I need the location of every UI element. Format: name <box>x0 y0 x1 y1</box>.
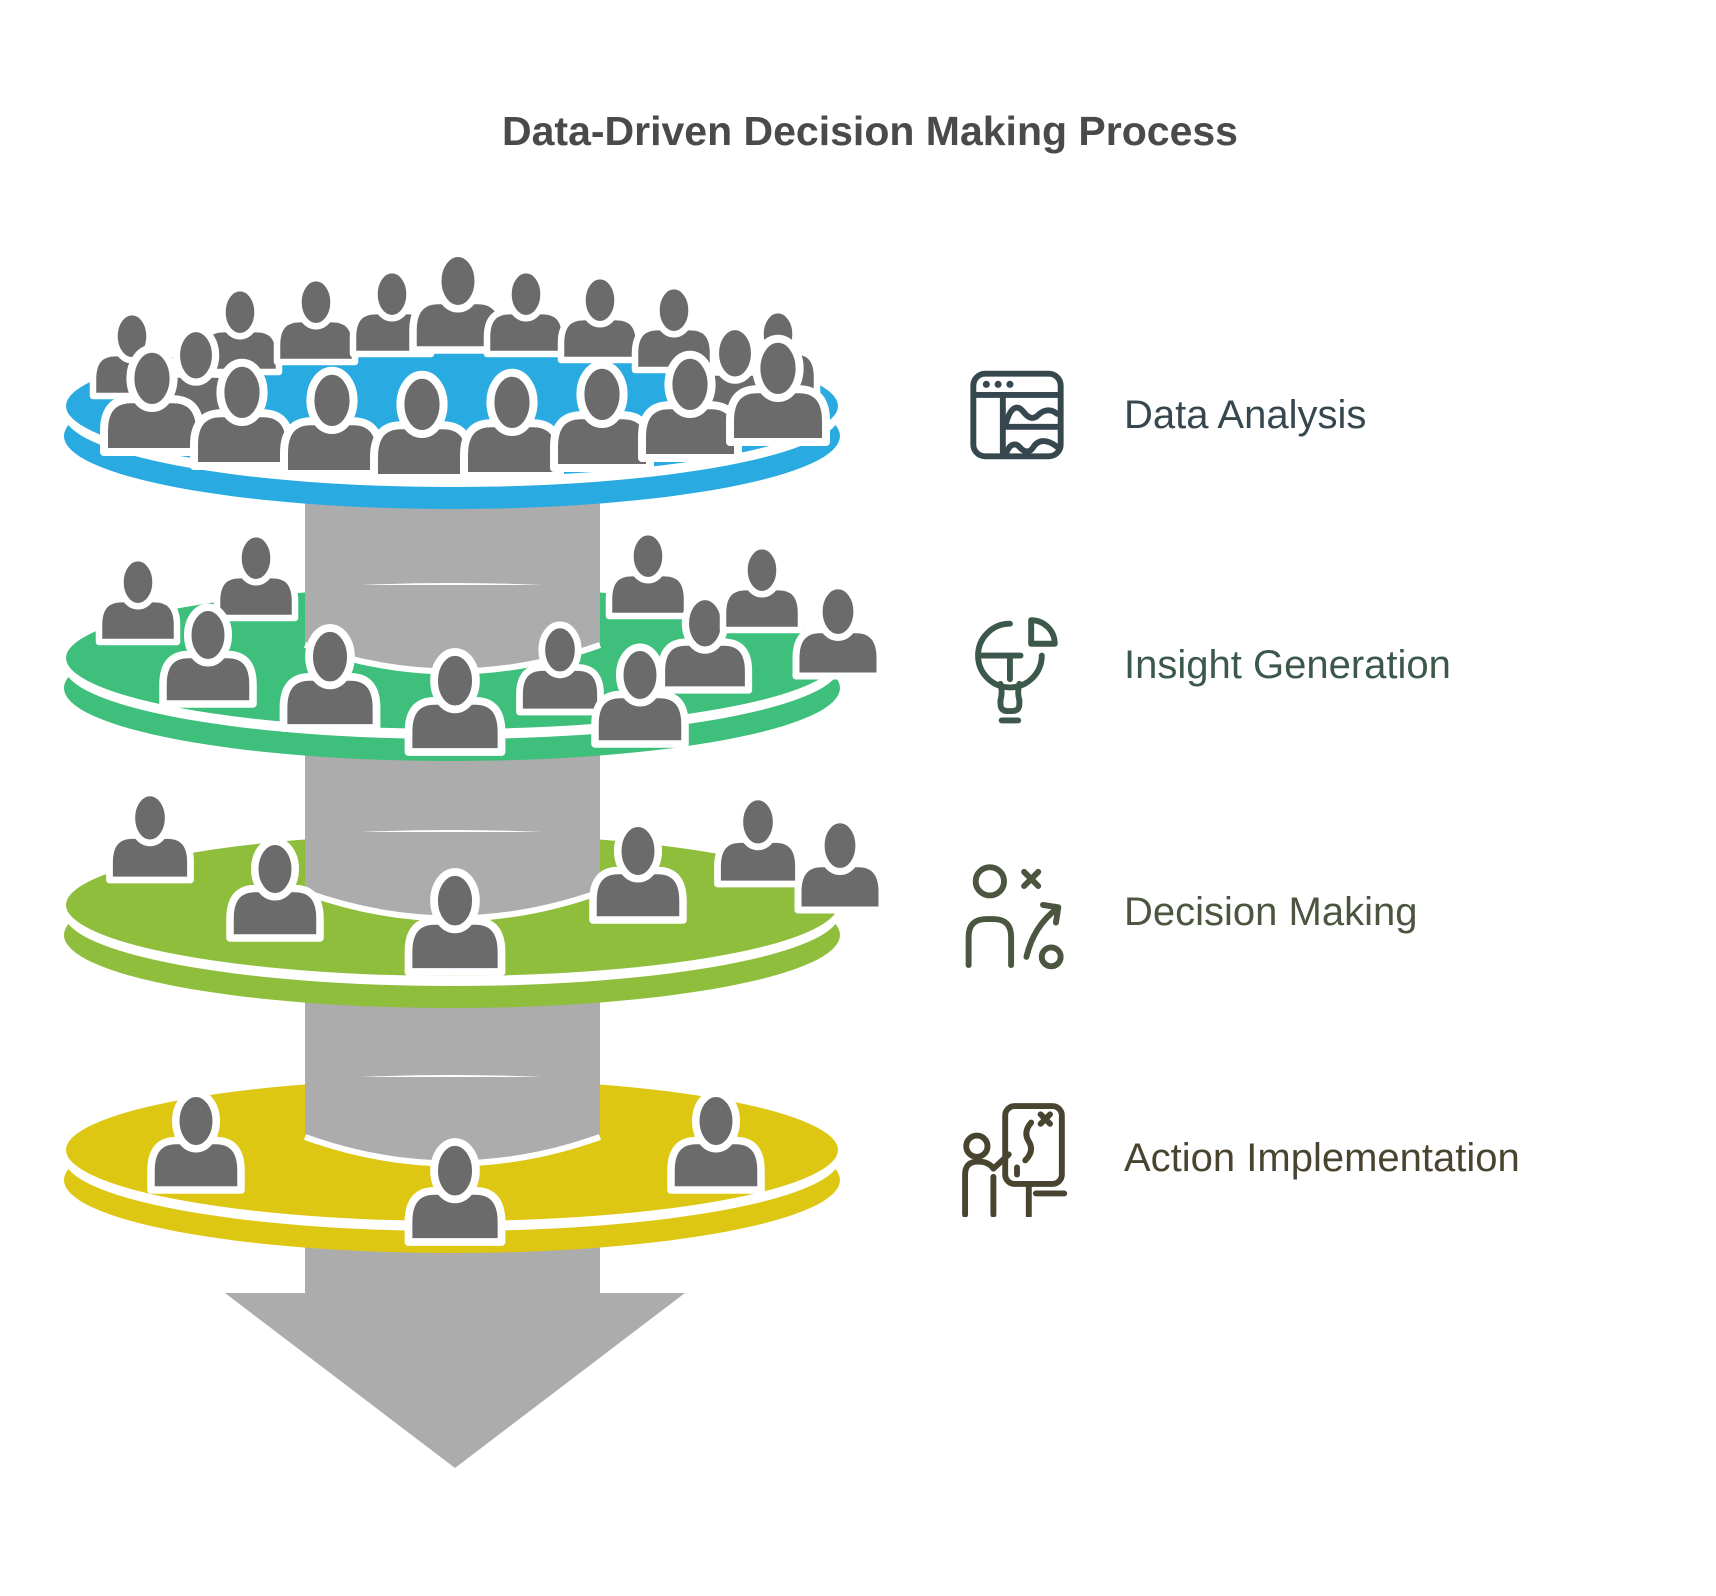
funnel-diagram <box>62 0 900 1468</box>
legend-row-action-implementation: Action Implementation <box>958 1099 1520 1217</box>
funnel-layer-data-analysis <box>62 253 842 511</box>
analytics-browser-icon <box>970 370 1064 460</box>
legend-label: Action Implementation <box>1124 1135 1520 1180</box>
legend-row-decision-making: Decision Making <box>958 853 1417 971</box>
funnel-layer-decision-making <box>62 793 882 1010</box>
legend-label: Insight Generation <box>1124 642 1451 687</box>
legend-label: Data Analysis <box>1124 392 1367 437</box>
legend-label: Decision Making <box>1124 889 1418 934</box>
insight-bulb-pie-icon <box>975 617 1058 724</box>
presentation-board-icon <box>962 1103 1068 1217</box>
legend-row-data-analysis: Data Analysis <box>958 356 1366 474</box>
funnel-layer-action-implementation <box>62 1075 842 1255</box>
page-title: Data-Driven Decision Making Process <box>502 108 1238 154</box>
strategy-person-icon <box>965 864 1064 970</box>
funnel-layer-insight-generation <box>62 532 880 763</box>
legend-row-insight-generation: Insight Generation <box>958 606 1451 724</box>
